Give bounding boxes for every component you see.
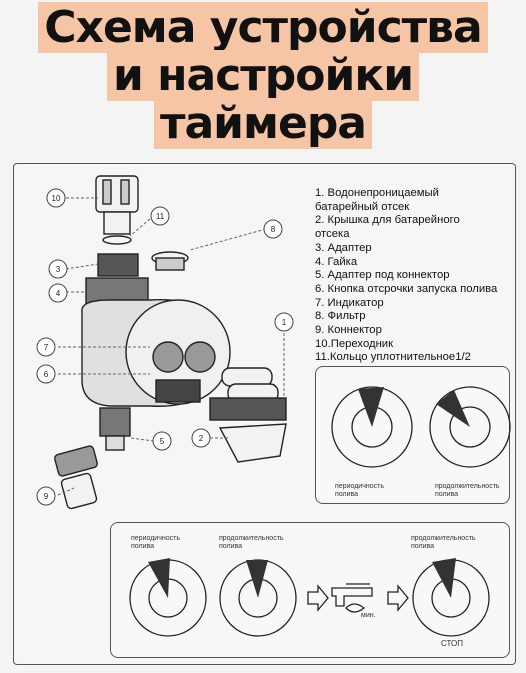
dur-label-bottom-2: продолжительность полива (411, 535, 476, 550)
legend-line: 7. Индикатор (315, 296, 384, 309)
title-line-2: и настройки (0, 50, 526, 102)
legend-line: батарейный отсек (315, 200, 410, 213)
callout-3: 3 (56, 265, 61, 274)
legend-line: 11.Кольцо уплотнительное1/2 (315, 351, 471, 364)
stop-label: СТОП (441, 639, 464, 648)
dur-label-top: продолжительность полива (435, 483, 500, 498)
legend-line: 8. Фильтр (315, 310, 366, 323)
legend-line: 9. Коннектор (315, 324, 382, 337)
legend-line: 1. Водонепроницаемый (315, 187, 439, 199)
dur-label-bottom: продолжительность полива (219, 535, 284, 550)
title-line-1: Схема устройства (0, 2, 526, 54)
dials-box-top (315, 366, 510, 504)
parts-legend: 1. Водонепроницаемый батарейный отсек 2.… (315, 187, 515, 365)
callout-1: 1 (282, 318, 287, 327)
legend-line: отсека (315, 228, 350, 241)
dial-sequence (129, 558, 490, 637)
min-label: мин. (361, 612, 376, 619)
legend-line: 5. Адаптер под коннектор (315, 269, 450, 282)
dial-frequency-top (331, 386, 413, 468)
callout-10: 10 (52, 194, 61, 203)
dial-duration-top (429, 386, 511, 468)
legend-line: 2. Крышка для батарейного (315, 214, 460, 227)
callout-11: 11 (156, 212, 165, 221)
legend-line: 6. Кнопка отсрочки запуска полива (315, 282, 498, 295)
callout-2: 2 (199, 434, 204, 443)
freq-label-bottom: периодичность полива (131, 535, 180, 550)
callout-7: 7 (44, 343, 49, 352)
callout-6: 6 (44, 370, 49, 379)
callout-8: 8 (271, 225, 276, 234)
legend-line: 3. Адаптер (315, 241, 372, 254)
freq-label-top: периодичность полива (335, 483, 384, 498)
callout-4: 4 (56, 289, 61, 298)
callout-5: 5 (160, 437, 165, 446)
title-line-3: таймера (0, 98, 526, 150)
legend-line: 4. Гайка (315, 255, 358, 268)
callout-9: 9 (44, 492, 49, 501)
legend-line: 10.Переходник (315, 337, 394, 350)
